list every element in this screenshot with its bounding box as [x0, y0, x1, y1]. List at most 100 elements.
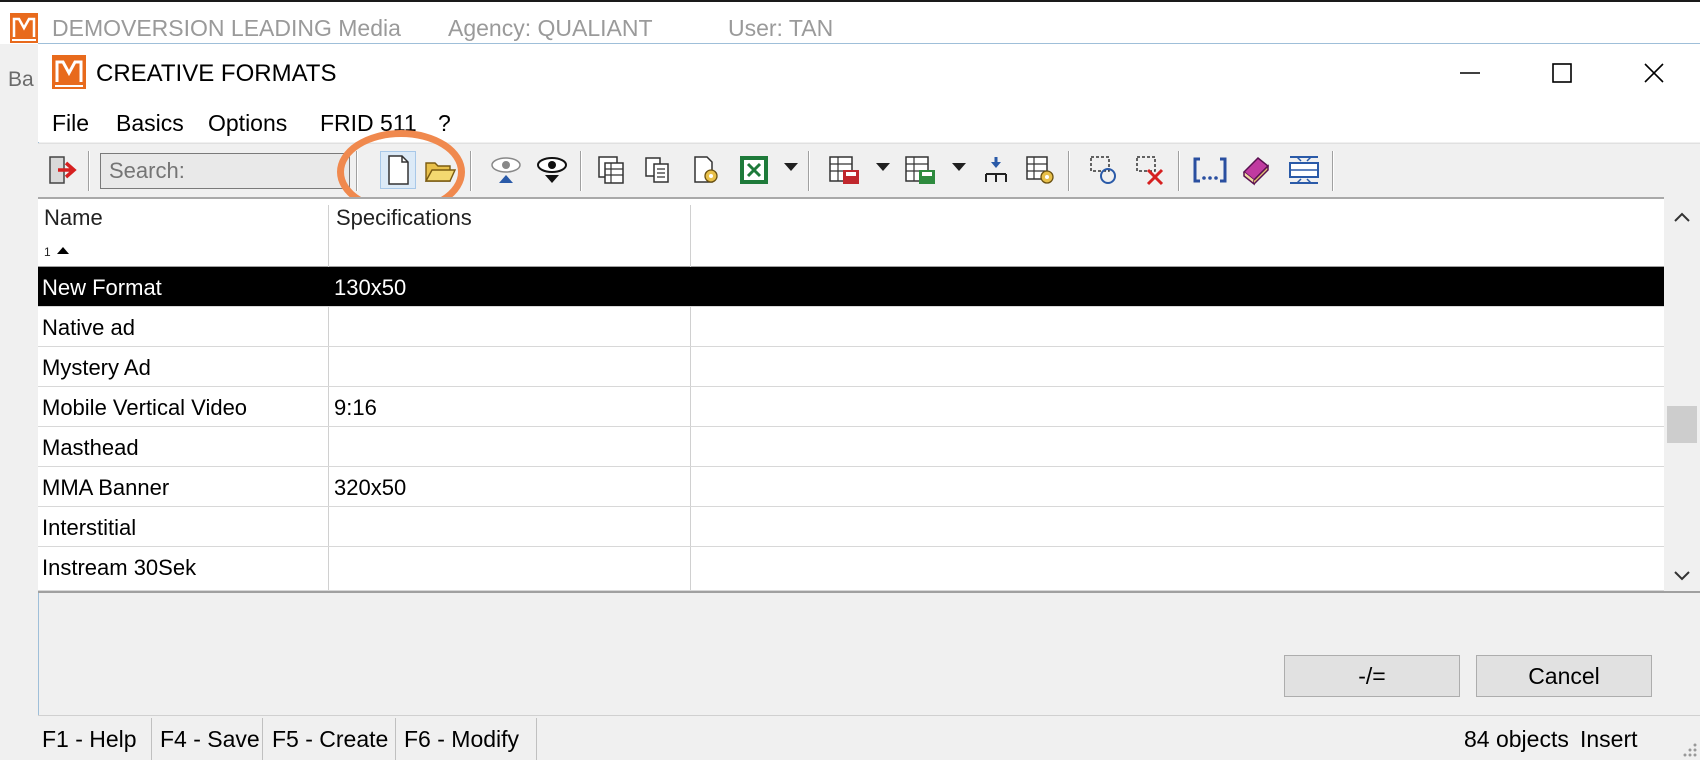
- menu-bar: [38, 102, 1700, 142]
- view-down-button[interactable]: [534, 151, 570, 189]
- table-bottom-border: [38, 591, 1700, 593]
- input-mode: Insert: [1580, 726, 1638, 752]
- background-sidebar: [0, 44, 38, 760]
- table-row[interactable]: Interstitial: [38, 507, 1664, 547]
- table-row[interactable]: Masthead: [38, 427, 1664, 467]
- status-separator: [395, 718, 396, 760]
- excel-export-button[interactable]: [736, 151, 772, 189]
- cell-name: Native ad: [42, 315, 135, 340]
- background-app-bar: [0, 0, 1700, 44]
- status-help-shortcut: F1 - Help: [42, 726, 137, 752]
- document-settings-button[interactable]: [688, 151, 724, 189]
- sort-order-label: 1: [44, 245, 51, 259]
- table-row[interactable]: Mobile Vertical Video 9:16: [38, 387, 1664, 427]
- cell-name: Instream 30Sek: [42, 555, 197, 580]
- resize-grip-icon[interactable]: [1680, 740, 1698, 758]
- expand-rows-icon: [1289, 156, 1319, 184]
- minimize-button[interactable]: [1424, 44, 1516, 102]
- toolbar-separator: [470, 151, 472, 191]
- background-app-title: DEMOVERSION LEADING Media: [52, 15, 401, 41]
- view-up-button[interactable]: [488, 151, 524, 189]
- open-button[interactable]: [422, 151, 458, 189]
- table-settings-icon: [1026, 156, 1054, 184]
- table-save-icon: [829, 156, 859, 184]
- table-header: [38, 199, 1664, 267]
- cell-name: MMA Banner: [42, 475, 170, 500]
- menu-options[interactable]: Options: [208, 110, 288, 136]
- cell-spec: 130x50: [334, 275, 407, 300]
- minimize-icon: [1460, 72, 1480, 74]
- column-divider: [328, 205, 329, 591]
- brackets-button[interactable]: [1192, 151, 1228, 189]
- maximize-button[interactable]: [1516, 44, 1608, 102]
- excel-dropdown-chevron-down-icon[interactable]: [784, 163, 798, 171]
- toggle-button[interactable]: -/=: [1284, 655, 1460, 697]
- column-header-specifications[interactable]: Specifications: [336, 205, 472, 230]
- cell-name: Mobile Vertical Video: [42, 395, 248, 420]
- column-header-name[interactable]: Name: [44, 205, 103, 230]
- book-icon: [1242, 156, 1270, 186]
- menu-frid[interactable]: FRID 511: [320, 110, 417, 136]
- select-circle-icon: [1090, 156, 1116, 184]
- agency-label: Agency: QUALIANT: [448, 15, 653, 41]
- view-down-icon: [537, 157, 567, 183]
- toolbar-separator: [808, 151, 810, 191]
- toolbar-separator: [1178, 151, 1180, 191]
- status-save-shortcut: F4 - Save: [160, 726, 260, 752]
- scrollbar-thumb[interactable]: [1667, 406, 1697, 443]
- table-settings-button[interactable]: [1022, 151, 1058, 189]
- menu-help[interactable]: ?: [438, 110, 451, 136]
- scroll-down-chevron-icon[interactable]: [1672, 569, 1692, 583]
- table-save-green-dropdown-chevron-down-icon[interactable]: [952, 163, 966, 171]
- table-save-button[interactable]: [826, 151, 862, 189]
- close-button[interactable]: [1608, 44, 1700, 102]
- cancel-button[interactable]: Cancel: [1476, 655, 1652, 697]
- cell-name: Mystery Ad: [42, 355, 151, 380]
- table-row[interactable]: Native ad: [38, 307, 1664, 347]
- background-partial-label: Ba: [8, 68, 34, 91]
- deselect-button[interactable]: [1132, 151, 1168, 189]
- view-up-icon: [491, 157, 521, 183]
- status-modify-shortcut: F6 - Modify: [404, 726, 520, 752]
- title-bar: [38, 44, 1700, 102]
- tables-button[interactable]: [594, 151, 630, 189]
- status-create-shortcut: F5 - Create: [272, 726, 389, 752]
- table-row[interactable]: Instream 30Sek: [38, 547, 1664, 591]
- user-label: User: TAN: [728, 15, 834, 41]
- vertical-scrollbar[interactable]: [1664, 199, 1700, 592]
- scroll-up-chevron-icon[interactable]: [1672, 210, 1692, 224]
- book-button[interactable]: [1238, 151, 1274, 189]
- table-multi-icon: [598, 156, 624, 184]
- cell-name: Interstitial: [42, 515, 137, 540]
- cell-name: Masthead: [42, 435, 139, 460]
- expand-rows-button[interactable]: [1286, 151, 1322, 189]
- copy-icon: [645, 157, 669, 183]
- app-logo-icon: [10, 13, 38, 43]
- exit-button[interactable]: [44, 151, 80, 189]
- cell-spec: 9:16: [334, 395, 377, 420]
- new-document-button[interactable]: [380, 151, 416, 189]
- window-logo-icon: [52, 55, 86, 89]
- new-document-icon: [388, 155, 409, 185]
- search-input[interactable]: [100, 153, 350, 189]
- toolbar-separator: [356, 151, 358, 191]
- hierarchy-button[interactable]: [978, 151, 1014, 189]
- sort-ascending-icon: [57, 247, 69, 254]
- open-folder-icon: [424, 162, 456, 182]
- table-save-dropdown-chevron-down-icon[interactable]: [876, 163, 890, 171]
- table-row[interactable]: Mystery Ad: [38, 347, 1664, 387]
- window-title: CREATIVE FORMATS: [96, 60, 337, 87]
- status-separator: [262, 718, 263, 760]
- table-row[interactable]: New Format 130x50: [38, 267, 1664, 307]
- menu-file[interactable]: File: [52, 110, 90, 136]
- cell-name: New Format: [42, 275, 162, 300]
- menu-basics[interactable]: Basics: [116, 110, 184, 136]
- copy-button[interactable]: [640, 151, 676, 189]
- maximize-icon: [1552, 63, 1572, 83]
- excel-icon: [740, 156, 768, 184]
- select-button[interactable]: [1086, 151, 1122, 189]
- cell-spec: 320x50: [334, 475, 407, 500]
- table-row[interactable]: MMA Banner 320x50: [38, 467, 1664, 507]
- table-save-green-button[interactable]: [902, 151, 938, 189]
- hierarchy-icon: [985, 157, 1007, 182]
